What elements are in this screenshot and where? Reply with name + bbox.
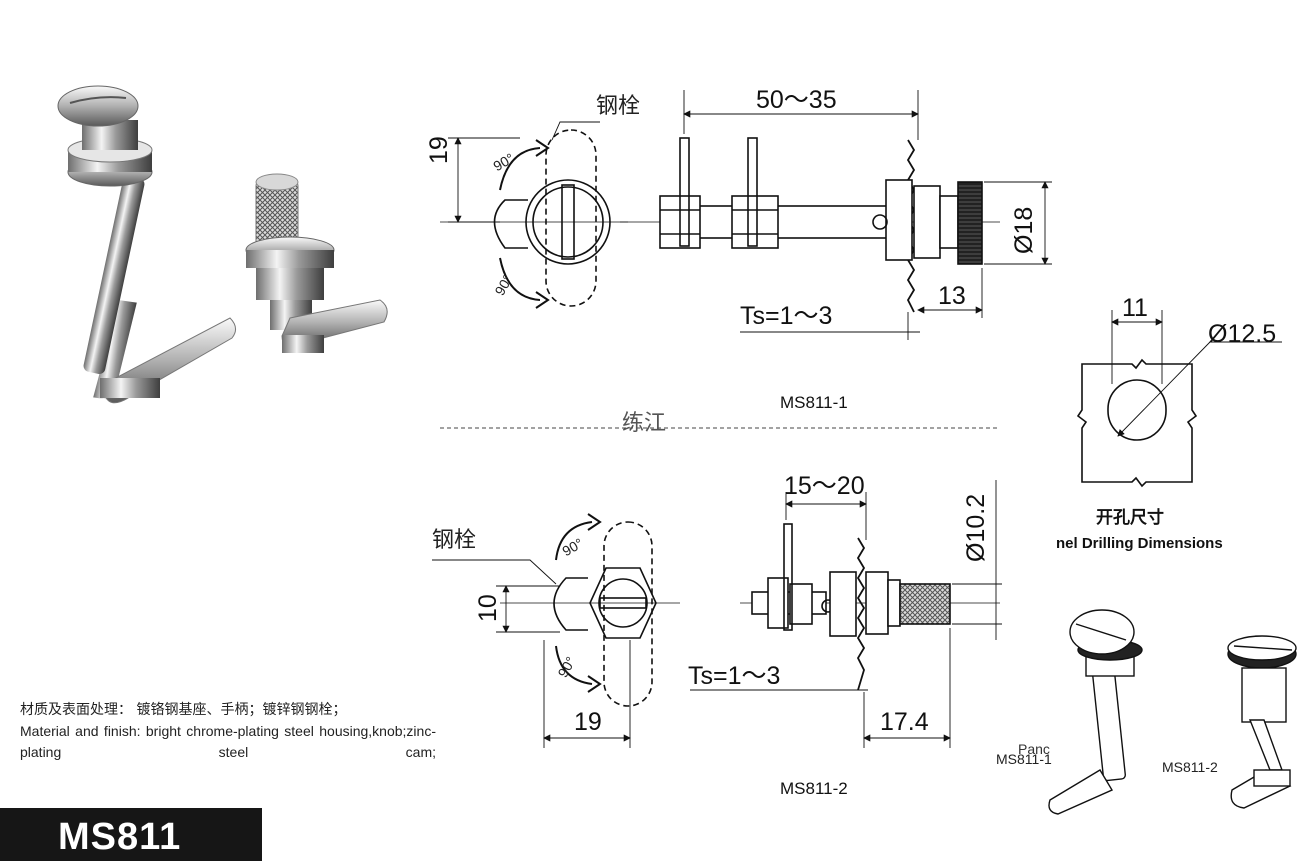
dim-width-bottom: 19 [574, 708, 602, 736]
dim-diameter-bottom: Ø10.2 [962, 493, 990, 562]
callout-label-top: 钢栓 [596, 94, 641, 119]
drilling-title-en: nel Drilling Dimensions [1056, 535, 1223, 552]
dim-height-top: 19 [425, 136, 453, 164]
material-note: 材质及表面处理： 镀铬钢基座、手柄；镀锌钢钢栓； Material and fi… [20, 700, 436, 763]
mini-drawing-ms811-1 [1048, 609, 1143, 815]
dim-thickness-top: Ts=1～3 [740, 302, 833, 330]
material-note-cn: 材质及表面处理： 镀铬钢基座、手柄；镀锌钢钢栓； [20, 702, 347, 718]
material-note-en: Material and finish: bright chrome-plati… [20, 723, 436, 760]
drilling-dim-width: 11 [1122, 294, 1148, 322]
drilling-dim-diameter: Ø12.5 [1208, 320, 1277, 348]
dim-length-bottom: 15～20 [784, 472, 865, 500]
drilling-title-cn: 开孔尺寸 [1096, 508, 1164, 528]
product-code: MS811 [58, 816, 182, 858]
side-view-ms811-1 [620, 90, 1052, 340]
front-view-ms811-1 [440, 121, 628, 309]
model-label-top: MS811-1 [780, 393, 848, 412]
mini-drawing-ms811-2 [1227, 635, 1297, 809]
dim-thickness-bottom: Ts=1～3 [688, 662, 781, 690]
latch-photo-a [57, 85, 236, 404]
latch-photo-b [245, 173, 388, 353]
dim-knob-top: 13 [938, 282, 966, 310]
dim-diameter-top: Ø18 [1010, 206, 1038, 254]
drilling-diagram [1076, 310, 1282, 488]
title-bar [0, 808, 262, 861]
model-label-bottom: MS811-2 [780, 779, 848, 798]
callout-label-bottom: 钢栓 [432, 528, 477, 553]
product-photo [57, 85, 388, 404]
front-view-ms811-2 [432, 513, 680, 748]
side-view-ms811-2 [690, 480, 1002, 748]
dim-length-top: 50～35 [756, 86, 837, 114]
center-mark: 练江 [622, 411, 667, 436]
mini-label-overlap: Panc [1018, 741, 1050, 757]
mini-label-left: MS811-1 [996, 751, 1052, 767]
dim-knob-bottom: 17.4 [880, 708, 929, 736]
mini-label-right: MS811-2 [1162, 759, 1218, 775]
dim-height-bottom: 10 [474, 594, 502, 622]
